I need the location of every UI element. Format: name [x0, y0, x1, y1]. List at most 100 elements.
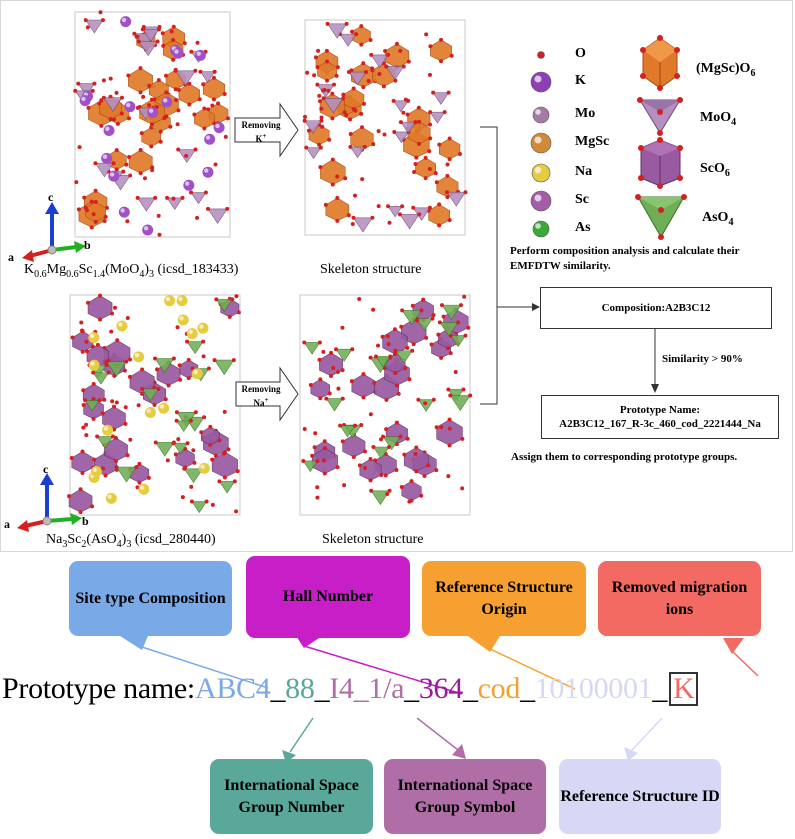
prototype-label: Prototype name: [2, 672, 195, 705]
atom [446, 90, 451, 95]
atom [177, 314, 189, 326]
atom [466, 325, 471, 330]
atom [325, 21, 330, 26]
atom [370, 66, 375, 71]
atom [430, 316, 435, 321]
atom [126, 73, 131, 78]
tetrahedron [400, 121, 417, 134]
legend-label-sco6: ScO6 [700, 161, 730, 179]
atom [334, 347, 339, 352]
callout-hall-number: Hall Number [246, 556, 410, 638]
atom [372, 380, 377, 385]
atom [191, 448, 196, 453]
atom [86, 105, 91, 110]
atom [368, 478, 373, 483]
atom [398, 120, 403, 125]
atom [410, 348, 415, 353]
atom [140, 386, 145, 391]
atom [427, 149, 432, 154]
atom [80, 449, 85, 454]
atom [93, 219, 98, 224]
proto-sep-5: _ [520, 672, 535, 705]
atom [80, 349, 85, 354]
atom [360, 177, 365, 182]
atom [166, 383, 171, 388]
atom [230, 297, 235, 302]
atom [431, 90, 436, 95]
atom [468, 393, 473, 398]
atom [153, 356, 158, 361]
atom [203, 190, 208, 195]
atom [204, 499, 209, 504]
atom [206, 206, 211, 211]
tetrahedron [176, 420, 192, 433]
atom [144, 406, 156, 418]
atom [114, 90, 119, 95]
atom [315, 495, 320, 500]
atom [335, 465, 340, 470]
atom [362, 144, 367, 149]
atom [436, 332, 441, 337]
atom [91, 212, 96, 217]
atom [174, 98, 179, 103]
legend-polyhedra [635, 35, 687, 240]
note-assign-prototype: Assign them to corresponding prototype g… [511, 451, 738, 463]
removing-arrow-1 [234, 102, 299, 158]
structure-k-mg-sc-moo4 [73, 10, 231, 238]
atom [91, 370, 96, 375]
atom [165, 458, 170, 463]
atom [445, 173, 450, 178]
atom [371, 445, 376, 450]
atom [84, 433, 89, 438]
atom [350, 222, 355, 227]
atom [123, 405, 128, 410]
tetrahedron [172, 442, 189, 455]
atom [199, 430, 204, 435]
atom [449, 53, 454, 58]
atom [431, 313, 436, 318]
atom [187, 81, 192, 86]
atom [369, 52, 374, 57]
atom [186, 328, 198, 340]
atom [424, 335, 429, 340]
atom [189, 49, 194, 54]
atom [385, 492, 390, 497]
atom [394, 420, 399, 425]
atom [88, 332, 100, 344]
atom [172, 47, 184, 59]
atom [217, 479, 222, 484]
atom-highlight [89, 333, 95, 339]
atom-highlight [184, 181, 190, 186]
proto-site-composition: ABC4 [194, 672, 271, 705]
atom [370, 215, 375, 220]
atom [93, 199, 98, 204]
atom [417, 141, 422, 146]
atom [350, 347, 355, 352]
atom-highlight [188, 329, 193, 335]
atom [79, 95, 91, 107]
atom [197, 97, 202, 102]
atom [301, 458, 306, 463]
atom [212, 358, 217, 363]
tetrahedron [349, 146, 366, 159]
atom [409, 479, 414, 484]
octahedron [351, 373, 376, 398]
atom [392, 327, 397, 332]
tetrahedron [106, 361, 127, 377]
tetrahedron [439, 322, 459, 337]
prototype-name-line: Prototype name: ABC4_88_I4_1/a_364_cod_1… [2, 672, 699, 712]
atom [147, 103, 152, 108]
atom-highlight [90, 361, 95, 366]
atom [174, 410, 179, 415]
atom [351, 455, 356, 460]
atom [157, 232, 162, 237]
atom [186, 357, 191, 362]
atom [183, 179, 195, 191]
atom [114, 400, 119, 405]
tetrahedron [399, 214, 420, 230]
atom [380, 334, 385, 339]
atom [164, 295, 176, 307]
atom [223, 134, 228, 139]
atom [101, 78, 106, 83]
atom [344, 113, 349, 118]
